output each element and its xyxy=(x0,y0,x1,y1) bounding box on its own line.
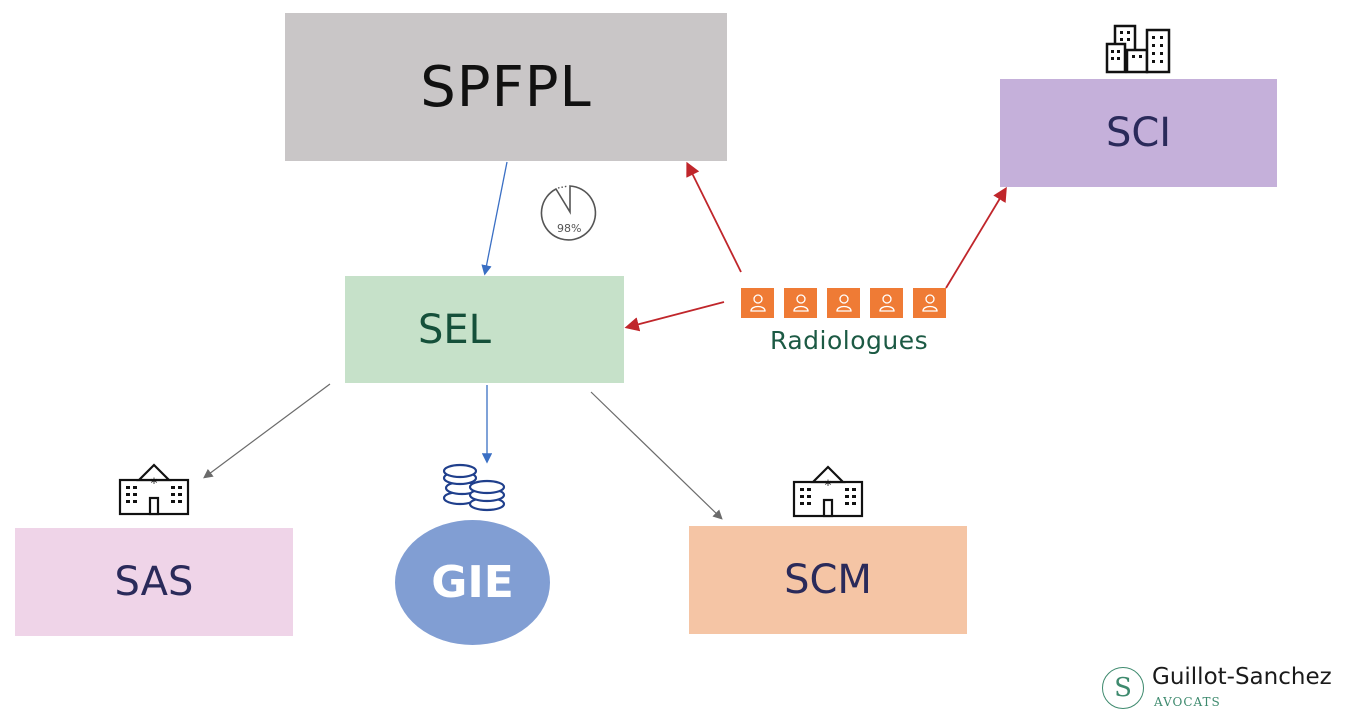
ownership-pie-icon xyxy=(540,185,597,241)
doctor-icon xyxy=(741,288,774,318)
node-label: GIE xyxy=(431,557,514,608)
firm-logo: S Guillot-Sanchez AVOCATS xyxy=(1100,664,1360,714)
radiologues-label: Radiologues xyxy=(770,326,929,355)
doctor-icon xyxy=(784,288,817,318)
node-label: SCI xyxy=(1105,110,1172,156)
hospital-icon: * xyxy=(792,465,864,518)
edge-radiologues-sel xyxy=(624,301,725,332)
logo-mark: S xyxy=(1102,667,1144,709)
doctor-icon xyxy=(913,288,946,318)
node-spfpl: SPFPL xyxy=(285,13,727,161)
hospital-icon: * xyxy=(118,463,190,516)
node-label: SCM xyxy=(784,557,872,603)
svg-text:*: * xyxy=(151,476,158,492)
node-sas: SAS xyxy=(15,528,293,636)
doctor-icon xyxy=(827,288,860,318)
logo-subtitle: AVOCATS xyxy=(1154,695,1221,709)
svg-text:*: * xyxy=(825,478,832,494)
logo-name: Guillot-Sanchez xyxy=(1152,664,1332,690)
node-label: SAS xyxy=(114,559,194,605)
coins-icon xyxy=(442,463,506,512)
node-gie: GIE xyxy=(395,520,550,645)
edge-radiologues-spfpl xyxy=(686,161,742,273)
ownership-percent: 98% xyxy=(557,222,582,235)
edge-radiologues-sci xyxy=(945,186,1007,289)
node-label: SEL xyxy=(418,306,491,353)
node-scm: SCM xyxy=(689,526,967,634)
node-label: SPFPL xyxy=(420,54,592,120)
edge-sel-sas xyxy=(203,383,331,479)
edge-spfpl-sel xyxy=(481,161,508,276)
node-sel: SEL xyxy=(345,276,624,383)
edge-sel-scm xyxy=(590,391,723,520)
office-buildings-icon xyxy=(1105,24,1171,74)
doctor-icon xyxy=(870,288,903,318)
node-sci: SCI xyxy=(1000,79,1277,187)
